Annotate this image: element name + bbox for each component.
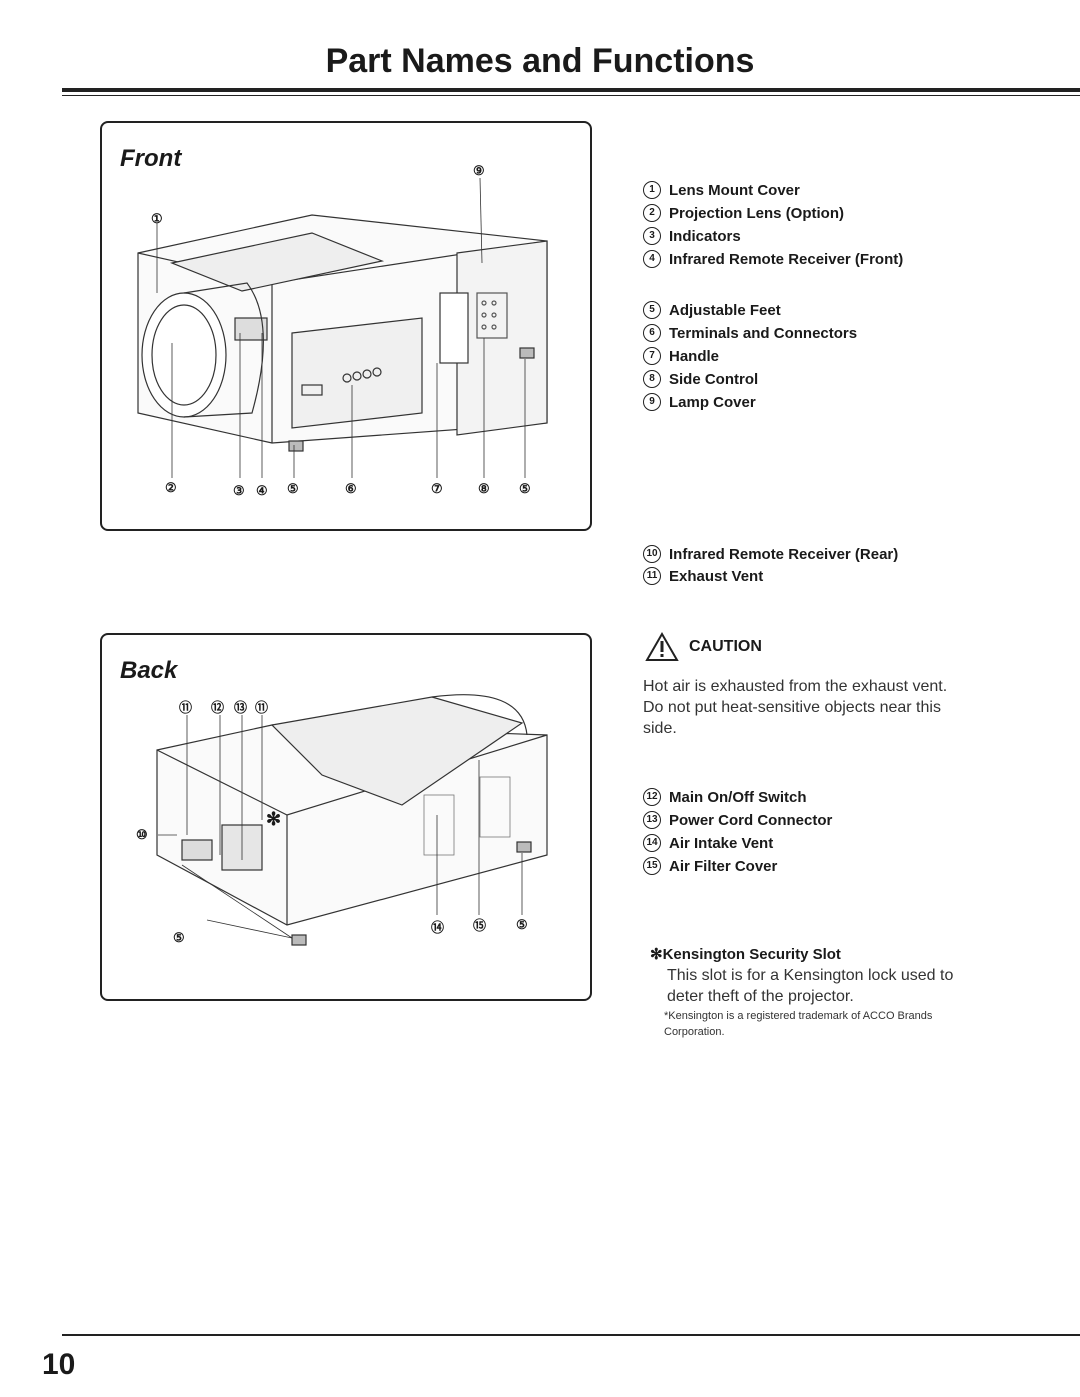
back-callout-13: ⑬ — [234, 700, 248, 715]
caution-text: Hot air is exhausted from the exhaust ve… — [643, 678, 948, 737]
part-name: Air Intake Vent — [669, 834, 774, 852]
part-name: Indicators — [669, 227, 741, 245]
title-rule — [62, 88, 1080, 92]
back-callout-12: ⑫ — [211, 700, 225, 715]
part-number: 3 — [643, 227, 661, 245]
part-number: 7 — [643, 347, 661, 365]
part-item: 9 Lamp Cover — [643, 393, 756, 411]
part-item: 4 Infrared Remote Receiver (Front) — [643, 250, 903, 268]
back-callout-14: ⑭ — [431, 920, 445, 935]
back-callout-kensington: ✻ — [266, 809, 282, 829]
part-number: 11 — [643, 567, 661, 585]
part-number: 15 — [643, 857, 661, 875]
part-item: 15 Air Filter Cover — [643, 857, 777, 875]
front-callout-4: ④ — [256, 483, 268, 498]
front-callout-5b: ⑤ — [519, 481, 531, 496]
part-name: Projection Lens (Option) — [669, 204, 844, 222]
part-number: 2 — [643, 204, 661, 222]
part-item: 7 Handle — [643, 347, 719, 365]
front-callout-2: ② — [165, 480, 177, 495]
part-item: 6 Terminals and Connectors — [643, 324, 857, 342]
front-callout-5a: ⑤ — [287, 481, 299, 496]
part-number: 14 — [643, 834, 661, 852]
part-name: Adjustable Feet — [669, 301, 781, 319]
page-title: Part Names and Functions — [325, 42, 755, 80]
part-name: Lens Mount Cover — [669, 181, 800, 199]
part-item: 8 Side Control — [643, 370, 758, 388]
part-item: 14 Air Intake Vent — [643, 834, 773, 852]
front-callout-8: ⑧ — [478, 481, 490, 496]
front-callout-9: ⑨ — [473, 163, 485, 178]
kensington-trademark-note: *Kensington is a registered trademark of… — [664, 1010, 933, 1038]
back-projector-illustration — [156, 694, 548, 946]
back-callout-10: ⑩ — [136, 827, 148, 842]
warning-icon — [645, 632, 679, 661]
part-number: 9 — [643, 393, 661, 411]
back-callout-11b: ⑪ — [255, 700, 269, 715]
part-item: 11 Exhaust Vent — [643, 567, 763, 585]
page-number: 10 — [42, 1348, 76, 1381]
back-label: Back — [120, 657, 178, 684]
back-callout-5b: ⑤ — [516, 917, 528, 932]
footer-rule — [62, 1334, 1080, 1336]
part-item: 3 Indicators — [643, 227, 741, 245]
part-name: Power Cord Connector — [669, 811, 833, 829]
part-item: 12 Main On/Off Switch — [643, 788, 807, 806]
part-name: Lamp Cover — [669, 393, 756, 411]
part-number: 12 — [643, 788, 661, 806]
title-rule-thin — [62, 95, 1080, 96]
part-number: 8 — [643, 370, 661, 388]
part-number: 1 — [643, 181, 661, 199]
part-name: Exhaust Vent — [669, 567, 764, 585]
part-name: Side Control — [669, 370, 759, 388]
front-panel: Front — [100, 121, 592, 531]
back-callout-15: ⑮ — [473, 918, 487, 933]
part-number: 4 — [643, 250, 661, 268]
part-number: 13 — [643, 811, 661, 829]
back-panel: Back — [100, 633, 592, 1001]
part-number: 10 — [643, 545, 661, 563]
part-name: Main On/Off Switch — [669, 788, 807, 806]
part-name: Handle — [669, 347, 720, 365]
part-name: Infrared Remote Receiver (Front) — [669, 250, 904, 268]
front-projector-illustration — [137, 177, 548, 478]
part-item: 5 Adjustable Feet — [643, 301, 781, 319]
kensington-text: This slot is for a Kensington lock used … — [667, 967, 954, 1005]
part-name: Infrared Remote Receiver (Rear) — [669, 545, 899, 563]
back-callout-5a: ⑤ — [173, 930, 185, 945]
kensington-heading: ✻Kensington Security Slot — [650, 946, 841, 963]
caution-heading: CAUTION — [645, 632, 762, 662]
part-name: Air Filter Cover — [669, 857, 778, 875]
front-callout-3: ③ — [233, 483, 245, 498]
part-item: 13 Power Cord Connector — [643, 811, 832, 829]
part-name: Terminals and Connectors — [669, 324, 858, 342]
part-number: 5 — [643, 301, 661, 319]
part-number: 6 — [643, 324, 661, 342]
front-callout-6: ⑥ — [345, 481, 357, 496]
front-label: Front — [120, 145, 182, 172]
front-callout-7: ⑦ — [431, 481, 443, 496]
part-item: 10 Infrared Remote Receiver (Rear) — [643, 545, 898, 563]
back-callout-11a: ⑪ — [179, 700, 193, 715]
front-callout-1: ① — [151, 211, 163, 226]
part-item: 1 Lens Mount Cover — [643, 181, 800, 199]
part-item: 2 Projection Lens (Option) — [643, 204, 844, 222]
caution-label: CAUTION — [689, 638, 762, 655]
